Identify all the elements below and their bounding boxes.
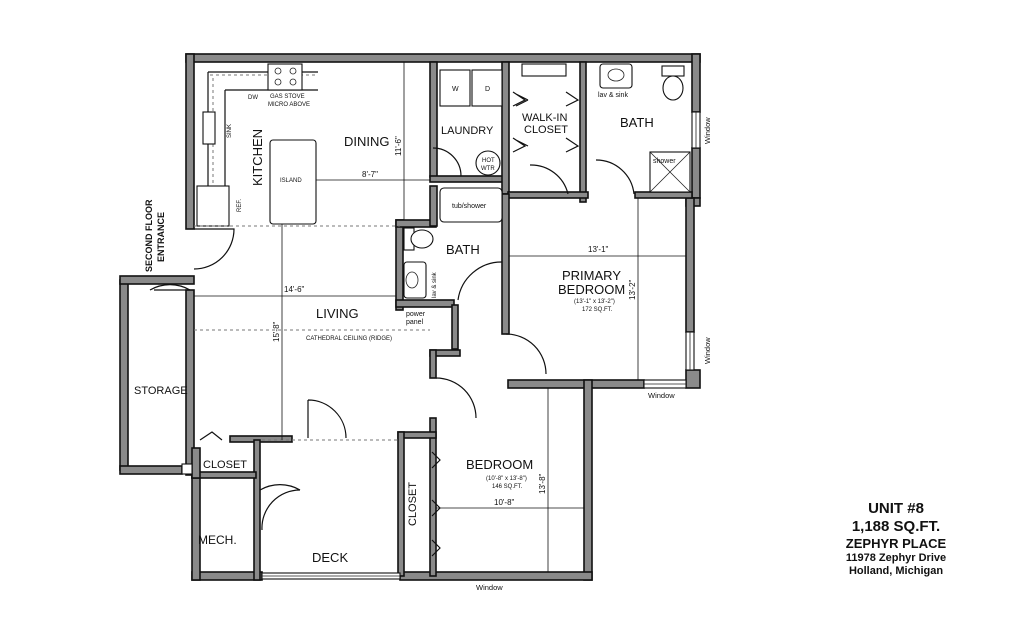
hall-bath-fixtures bbox=[403, 187, 503, 301]
unit-area: 1,188 SQ.FT. bbox=[851, 518, 941, 535]
bedroom-sqft-note: 146 SQ.FT. bbox=[492, 484, 523, 490]
laundry-fixtures bbox=[432, 69, 503, 177]
living-width-dim: 14'-6" bbox=[284, 285, 305, 294]
storage-label: STORAGE bbox=[134, 385, 188, 397]
dining-width-dim: 8'-7" bbox=[362, 170, 378, 179]
room-labels: KITCHEN DINING LAUNDRY WALK-IN CLOSET BA… bbox=[134, 112, 654, 565]
tub-shower-label: tub/shower bbox=[452, 203, 487, 210]
gas-stove-label: GAS STOVE bbox=[270, 94, 305, 100]
hall-lav-label: lav & sink bbox=[432, 271, 438, 298]
window-label-bath: Window bbox=[703, 117, 712, 144]
window-openings bbox=[181, 111, 701, 580]
kitchen-fixtures bbox=[196, 63, 318, 227]
window-label-bedroom: Window bbox=[476, 583, 503, 592]
dryer-label: D bbox=[485, 86, 490, 93]
hall-bath-label: BATH bbox=[446, 242, 480, 257]
entrance-label-1: SECOND FLOOR bbox=[144, 199, 154, 272]
unit-number: UNIT #8 bbox=[868, 500, 924, 517]
primary-bedroom-label-1: PRIMARY bbox=[562, 268, 621, 283]
sink-label: SINK bbox=[227, 124, 233, 138]
bedroom-size-note: (10'-8" x 13'-8") bbox=[486, 476, 527, 482]
primary-width-dim: 13'-1" bbox=[588, 245, 609, 254]
dimension-labels: 8'-7" 11'-6" 14'-6" 15'-8" 13'-1" 13'-2"… bbox=[272, 136, 637, 507]
island-label: ISLAND bbox=[280, 178, 302, 184]
shower-label: shower bbox=[653, 158, 676, 165]
mech-label: MECH. bbox=[198, 533, 237, 547]
hot-water-label-1: HOT bbox=[482, 158, 495, 164]
primary-bath-fixtures bbox=[595, 63, 691, 195]
window-label-primary-bottom: Window bbox=[648, 391, 675, 400]
fixture-labels: DW GAS STOVE MICRO ABOVE SINK ISLAND REF… bbox=[227, 86, 676, 326]
bedroom-depth-dim: 13'-8" bbox=[538, 473, 547, 494]
window-labels: Window Window Window Window bbox=[476, 117, 712, 592]
cathedral-ceiling-note: CATHEDRAL CEILING (RIDGE) bbox=[306, 336, 392, 342]
living-depth-dim: 15'-8" bbox=[272, 321, 281, 342]
closet-label: CLOSET bbox=[203, 459, 247, 471]
title-block: UNIT #8 1,188 SQ.FT. ZEPHYR PLACE 11978 … bbox=[796, 500, 996, 578]
door-swings bbox=[149, 228, 547, 557]
walkin-label-1: WALK-IN bbox=[522, 112, 567, 124]
washer-label: W bbox=[452, 86, 459, 93]
dw-label: DW bbox=[248, 95, 258, 101]
primary-bedroom-label-2: BEDROOM bbox=[558, 282, 625, 297]
primary-size-note: (13'-1" x 13'-2") bbox=[574, 299, 615, 305]
bedroom-closet-label: CLOSET bbox=[407, 482, 419, 526]
power-panel-label-1: power bbox=[406, 311, 426, 318]
primary-depth-dim: 13'-2" bbox=[628, 279, 637, 300]
ref-label: REF. bbox=[237, 199, 243, 212]
hot-water-label-2: WTR bbox=[481, 166, 495, 172]
dimension-lines bbox=[194, 62, 686, 572]
living-label: LIVING bbox=[316, 306, 359, 321]
property-name: ZEPHYR PLACE bbox=[845, 536, 947, 551]
dining-label: DINING bbox=[344, 134, 390, 149]
bedroom-label: BEDROOM bbox=[466, 457, 533, 472]
primary-lav-label: lav & sink bbox=[598, 92, 628, 99]
street-address: 11978 Zephyr Drive bbox=[845, 552, 947, 564]
interior-walls bbox=[191, 61, 693, 581]
laundry-label: LAUNDRY bbox=[441, 125, 494, 137]
window-label-primary-side: Window bbox=[703, 337, 712, 364]
dining-depth-dim: 11'-6" bbox=[394, 136, 403, 156]
primary-bath-label: BATH bbox=[620, 115, 654, 130]
bedroom-width-dim: 10'-8" bbox=[494, 498, 515, 507]
micro-above-label: MICRO ABOVE bbox=[268, 102, 310, 108]
reference-lines bbox=[194, 225, 430, 441]
power-panel-label-2: panel bbox=[406, 319, 424, 326]
entrance-label-2: ENTRANCE bbox=[156, 212, 166, 262]
closet-shelving bbox=[512, 63, 580, 195]
walkin-label-2: CLOSET bbox=[524, 124, 568, 136]
kitchen-label: KITCHEN bbox=[250, 129, 265, 186]
plan-notes: CATHEDRAL CEILING (RIDGE) (13'-1" x 13'-… bbox=[144, 199, 615, 490]
city-state: Holland, Michigan bbox=[848, 565, 944, 577]
primary-sqft-note: 172 SQ.FT. bbox=[582, 307, 613, 313]
deck-label: DECK bbox=[312, 550, 348, 565]
